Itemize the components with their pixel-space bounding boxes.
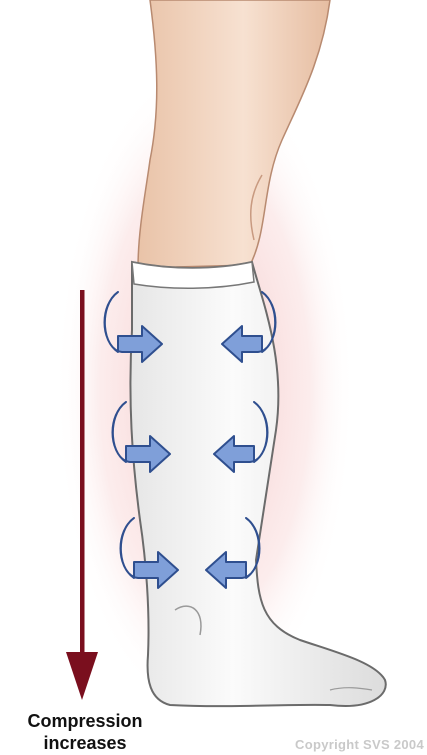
compression-label-line-1: Compression xyxy=(0,711,170,731)
down-arrow-shaft xyxy=(80,290,85,660)
compression-label-line-2: increases xyxy=(0,733,170,753)
down-arrow-head xyxy=(66,652,98,700)
copyright-notice: Copyright SVS 2004 xyxy=(244,737,424,752)
